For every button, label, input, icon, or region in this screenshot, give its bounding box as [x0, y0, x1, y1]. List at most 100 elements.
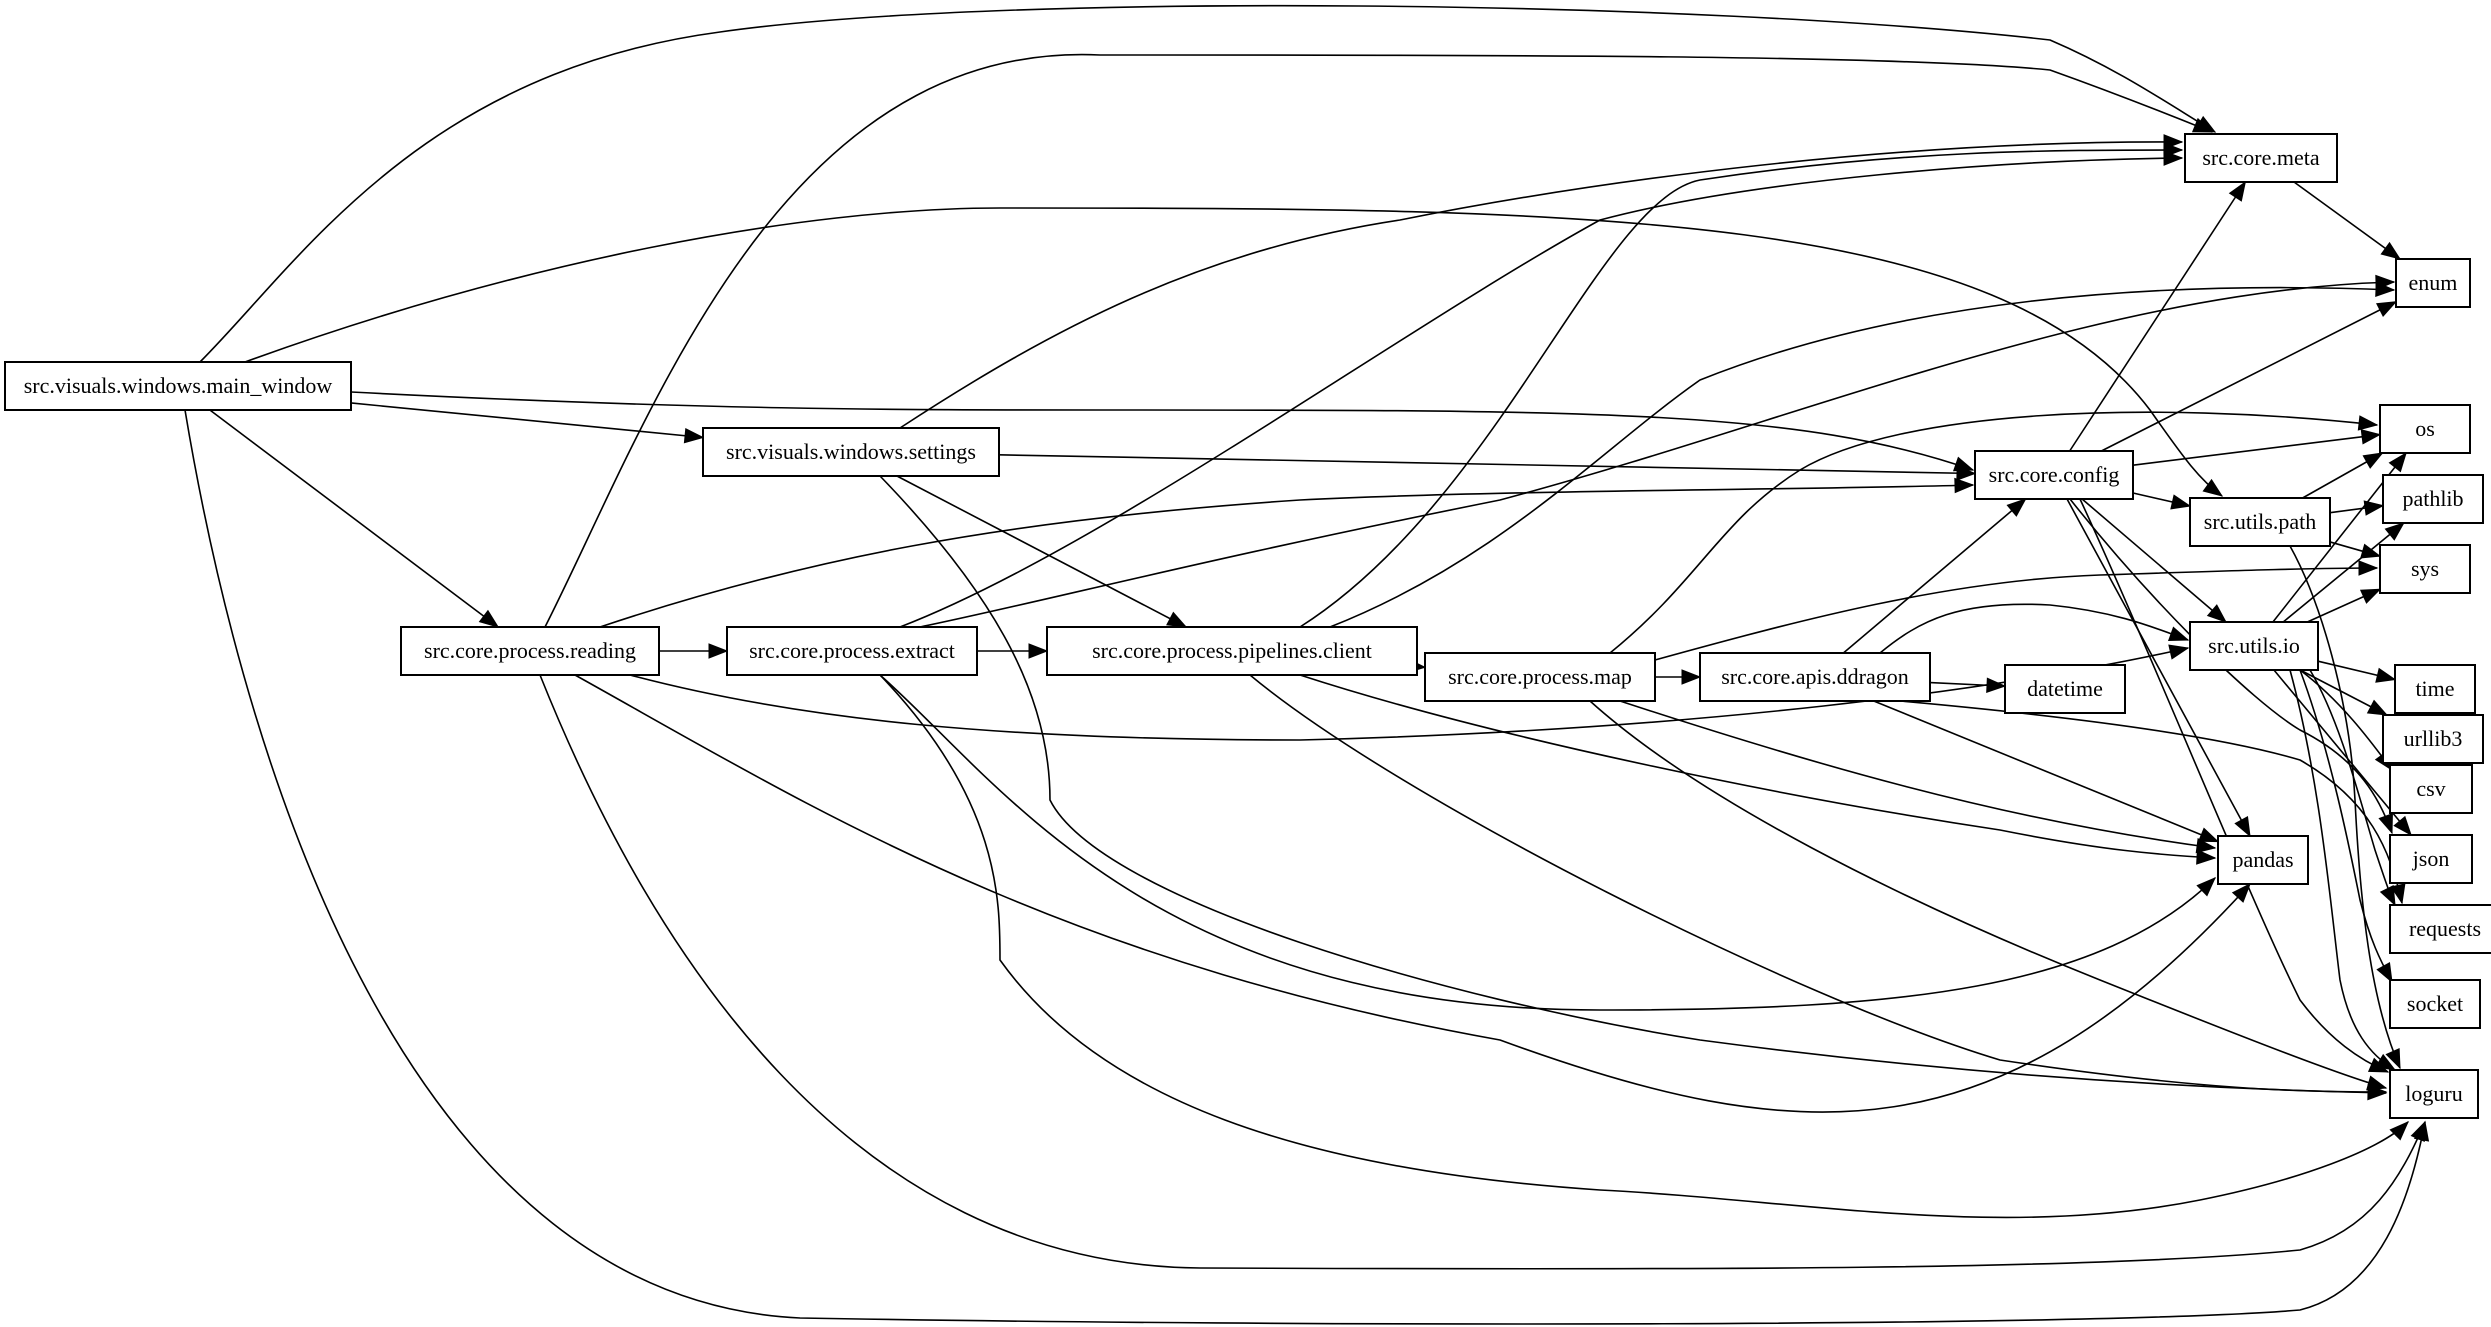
edge-line [2289, 545, 2401, 1069]
edge-line [896, 475, 1187, 628]
arrowhead-icon [2357, 415, 2379, 431]
edge-line [1654, 567, 2378, 661]
edge-utils_io-to-loguru [2289, 669, 2397, 1071]
edge-line [599, 484, 1974, 628]
node-box [2004, 664, 2126, 714]
edge-map-to-pandas [1619, 700, 2217, 854]
edge-pipelines_client-to-pandas [1299, 674, 2217, 865]
arrowhead-icon [2006, 498, 2027, 517]
edge-line [539, 674, 2426, 1270]
arrowhead-icon [2385, 1047, 2401, 1070]
node-box [2389, 979, 2481, 1029]
edge-line [2299, 669, 2393, 983]
edge-line [879, 475, 2387, 1094]
node-urllib3: urllib3 [2382, 714, 2484, 764]
edge-line [879, 674, 2216, 1011]
node-box [2379, 404, 2471, 454]
edge-line [1249, 674, 2387, 1093]
edge-line [184, 409, 2426, 1325]
edge-utils_path-to-sys [2329, 541, 2382, 559]
edge-line [879, 674, 2409, 1219]
edge-extract-to-pandas [879, 674, 2216, 1011]
arrowhead-icon [2191, 117, 2214, 133]
edge-extract-to-meta [899, 150, 2184, 628]
node-label: sys [2411, 556, 2439, 581]
edge-main_window-to-meta [199, 4, 2217, 363]
arrowhead-icon [2410, 1120, 2426, 1143]
node-box [1974, 450, 2134, 500]
arrowhead-icon [2206, 604, 2227, 623]
edge-line [2066, 498, 2251, 837]
edge-extract-to-loguru [879, 674, 2409, 1219]
arrowhead-icon [2366, 699, 2389, 716]
edge-ddragon-to-utils_io [1879, 603, 2190, 654]
node-label: src.utils.io [2208, 633, 2300, 658]
node-label: urllib3 [2404, 726, 2463, 751]
node-label: enum [2409, 270, 2458, 295]
edge-utils_path-to-os [2302, 452, 2384, 499]
node-box [2184, 133, 2338, 183]
node-label: src.core.apis.ddragon [1721, 664, 1909, 689]
arrowhead-icon [2384, 522, 2405, 541]
node-box [2189, 497, 2331, 547]
edge-utils_io-to-socket [2299, 669, 2393, 984]
edge-reading-to-meta [544, 53, 2214, 628]
edge-line [2282, 522, 2405, 623]
edge-utils_io-to-pathlib [2282, 522, 2405, 623]
node-map: src.core.process.map [1424, 652, 1656, 702]
edge-line [899, 141, 2183, 429]
edge-line [2069, 498, 2393, 834]
arrowhead-icon [2390, 883, 2406, 905]
edge-config-to-utils_io [2081, 498, 2227, 623]
node-os: os [2379, 404, 2471, 454]
node-box [2382, 714, 2484, 764]
node-requests: requests [2389, 904, 2491, 954]
edge-settings-to-meta [899, 134, 2184, 429]
edge-extract-to-pipelines_client [977, 643, 1049, 659]
node-label: time [2415, 676, 2454, 701]
arrowhead-icon [2358, 560, 2379, 576]
arrowhead-icon [2376, 962, 2393, 984]
node-loguru: loguru [2389, 1069, 2479, 1119]
node-box [2394, 664, 2476, 714]
edge-line [2069, 181, 2246, 452]
node-label: src.core.meta [2202, 145, 2319, 170]
arrowhead-icon [2362, 452, 2384, 469]
edge-map-to-loguru [1589, 700, 2388, 1091]
edge-line [998, 454, 1976, 475]
node-box [4, 361, 352, 411]
edge-ddragon-to-config [1842, 498, 2027, 654]
node-json: json [2389, 834, 2473, 884]
node-label: src.utils.path [2204, 509, 2316, 534]
edge-main_window-to-utils_path [244, 207, 2224, 497]
arrowhead-icon [1956, 465, 1977, 481]
edge-line [244, 207, 2223, 497]
edge-line [350, 391, 1974, 471]
arrowhead-icon [2363, 500, 2385, 516]
node-meta: src.core.meta [2184, 133, 2338, 183]
arrowhead-icon [2360, 429, 2382, 445]
node-socket: socket [2389, 979, 2481, 1029]
edge-line [919, 281, 2395, 628]
arrowhead-icon [2167, 626, 2190, 642]
edge-line [2101, 301, 2397, 452]
edge-line [2132, 433, 2381, 466]
node-settings: src.visuals.windows.settings [702, 427, 1000, 477]
edge-line [199, 4, 2216, 363]
arrowhead-icon [1166, 611, 1188, 628]
edge-line [1299, 149, 2183, 628]
edge-utils_io-to-requests [2309, 669, 2396, 907]
edge-line [1899, 700, 2403, 904]
arrowhead-icon [2380, 241, 2402, 260]
edge-reading-to-extract [659, 643, 729, 659]
node-label: requests [2409, 916, 2481, 941]
node-pipelines-client: src.core.process.pipelines.client [1046, 626, 1418, 676]
edge-line [1609, 411, 2378, 654]
edge-config-to-enum [2101, 301, 2398, 452]
arrowhead-icon [2379, 884, 2396, 907]
arrowhead-icon [1681, 669, 1702, 685]
edge-map-to-ddragon [1655, 669, 1702, 685]
node-sys: sys [2379, 544, 2471, 594]
arrowhead-icon [2375, 1053, 2397, 1071]
